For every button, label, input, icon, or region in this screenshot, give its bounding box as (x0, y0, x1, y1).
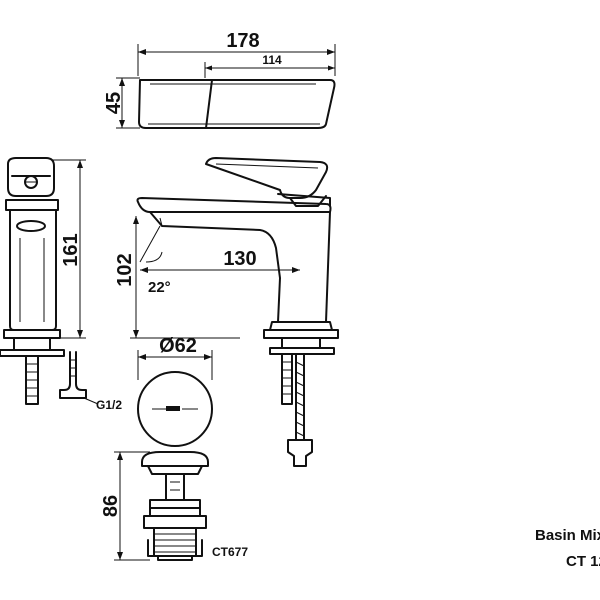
dim-drain-diameter: Ø62 (159, 335, 197, 357)
title-block: Basin Mix CT 12 (535, 527, 600, 570)
top-view: 178 114 45 (103, 30, 336, 129)
dim-body-height: 161 (60, 233, 82, 266)
dim-spout-angle: 22° (148, 279, 171, 296)
drain-top-view: Ø62 (137, 335, 213, 447)
title-line-1: Basin Mix (535, 527, 600, 544)
side-view: 161 G1/2 (0, 157, 122, 412)
drain-code-label: CT677 (212, 545, 248, 559)
drain-side-view: 86 CT677 (100, 451, 248, 561)
dim-spout-reach: 130 (223, 248, 256, 270)
dim-overall-length: 178 (226, 30, 259, 52)
title-line-2: CT 12 (566, 553, 600, 570)
dim-thread: G1/2 (96, 398, 122, 412)
dim-handle-height: 45 (103, 92, 125, 114)
dim-spout-height: 102 (114, 253, 136, 286)
dim-handle-length: 114 (262, 53, 282, 67)
front-view: 102 130 22° (114, 157, 339, 467)
dim-drain-height: 86 (100, 495, 122, 517)
